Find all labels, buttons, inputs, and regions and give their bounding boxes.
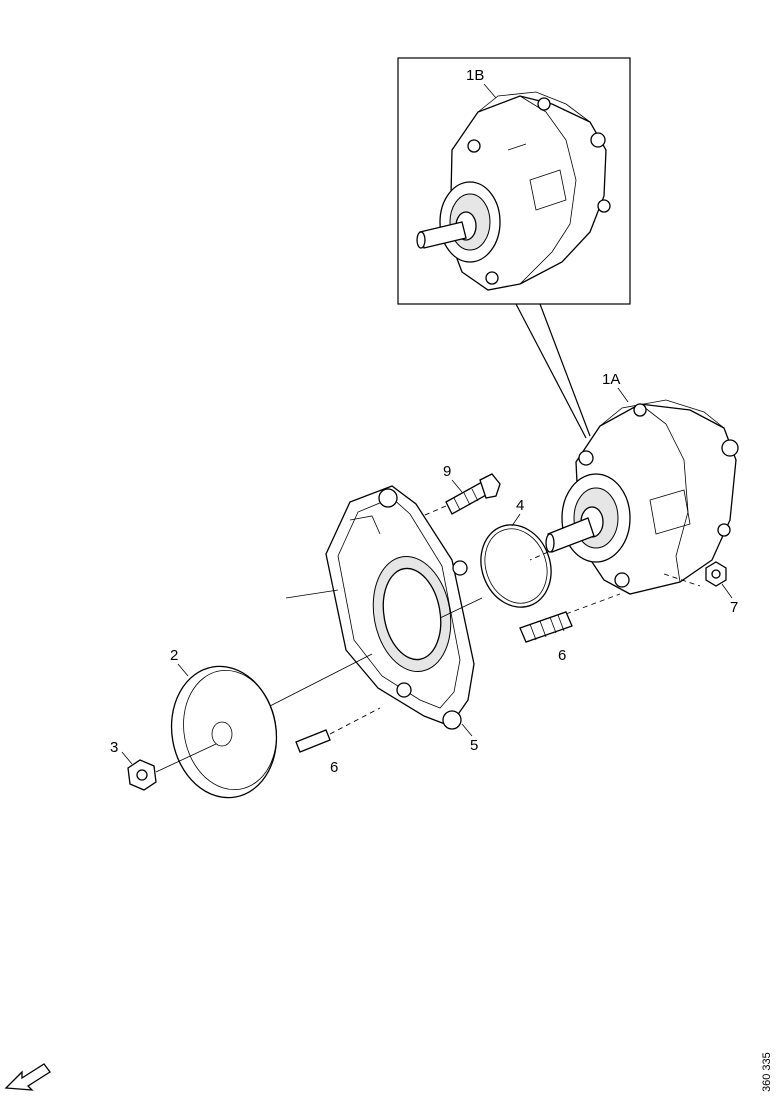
direction-arrow-icon — [4, 1063, 51, 1091]
drawing-number: 360 335 — [761, 1052, 773, 1092]
o-ring-4 — [480, 524, 552, 608]
callout-1A: 1A — [602, 371, 620, 388]
callout-1B: 1B — [466, 67, 484, 84]
callout-6-right: 6 — [558, 647, 566, 664]
detail-inset-1B: 1B — [397, 57, 631, 305]
bolt-9 — [403, 473, 501, 525]
pump-1B-illustration — [416, 91, 611, 291]
callout-4: 4 — [516, 497, 524, 514]
inset-pointer — [515, 303, 591, 439]
stud-6-right — [519, 593, 621, 643]
callout-6-left: 6 — [330, 759, 338, 776]
dowel-6-left — [295, 707, 381, 753]
shield-disc-2 — [170, 665, 278, 799]
pump-1A-illustration — [545, 399, 739, 595]
nut-7 — [705, 561, 727, 587]
callout-5: 5 — [470, 737, 478, 754]
callout-2: 2 — [170, 647, 178, 664]
flange-plate-5 — [325, 485, 475, 730]
assembly-centerlines — [155, 551, 549, 773]
callout-3: 3 — [110, 739, 118, 756]
callout-7: 7 — [730, 599, 738, 616]
callout-9: 9 — [443, 463, 451, 480]
nut-3 — [127, 759, 157, 791]
